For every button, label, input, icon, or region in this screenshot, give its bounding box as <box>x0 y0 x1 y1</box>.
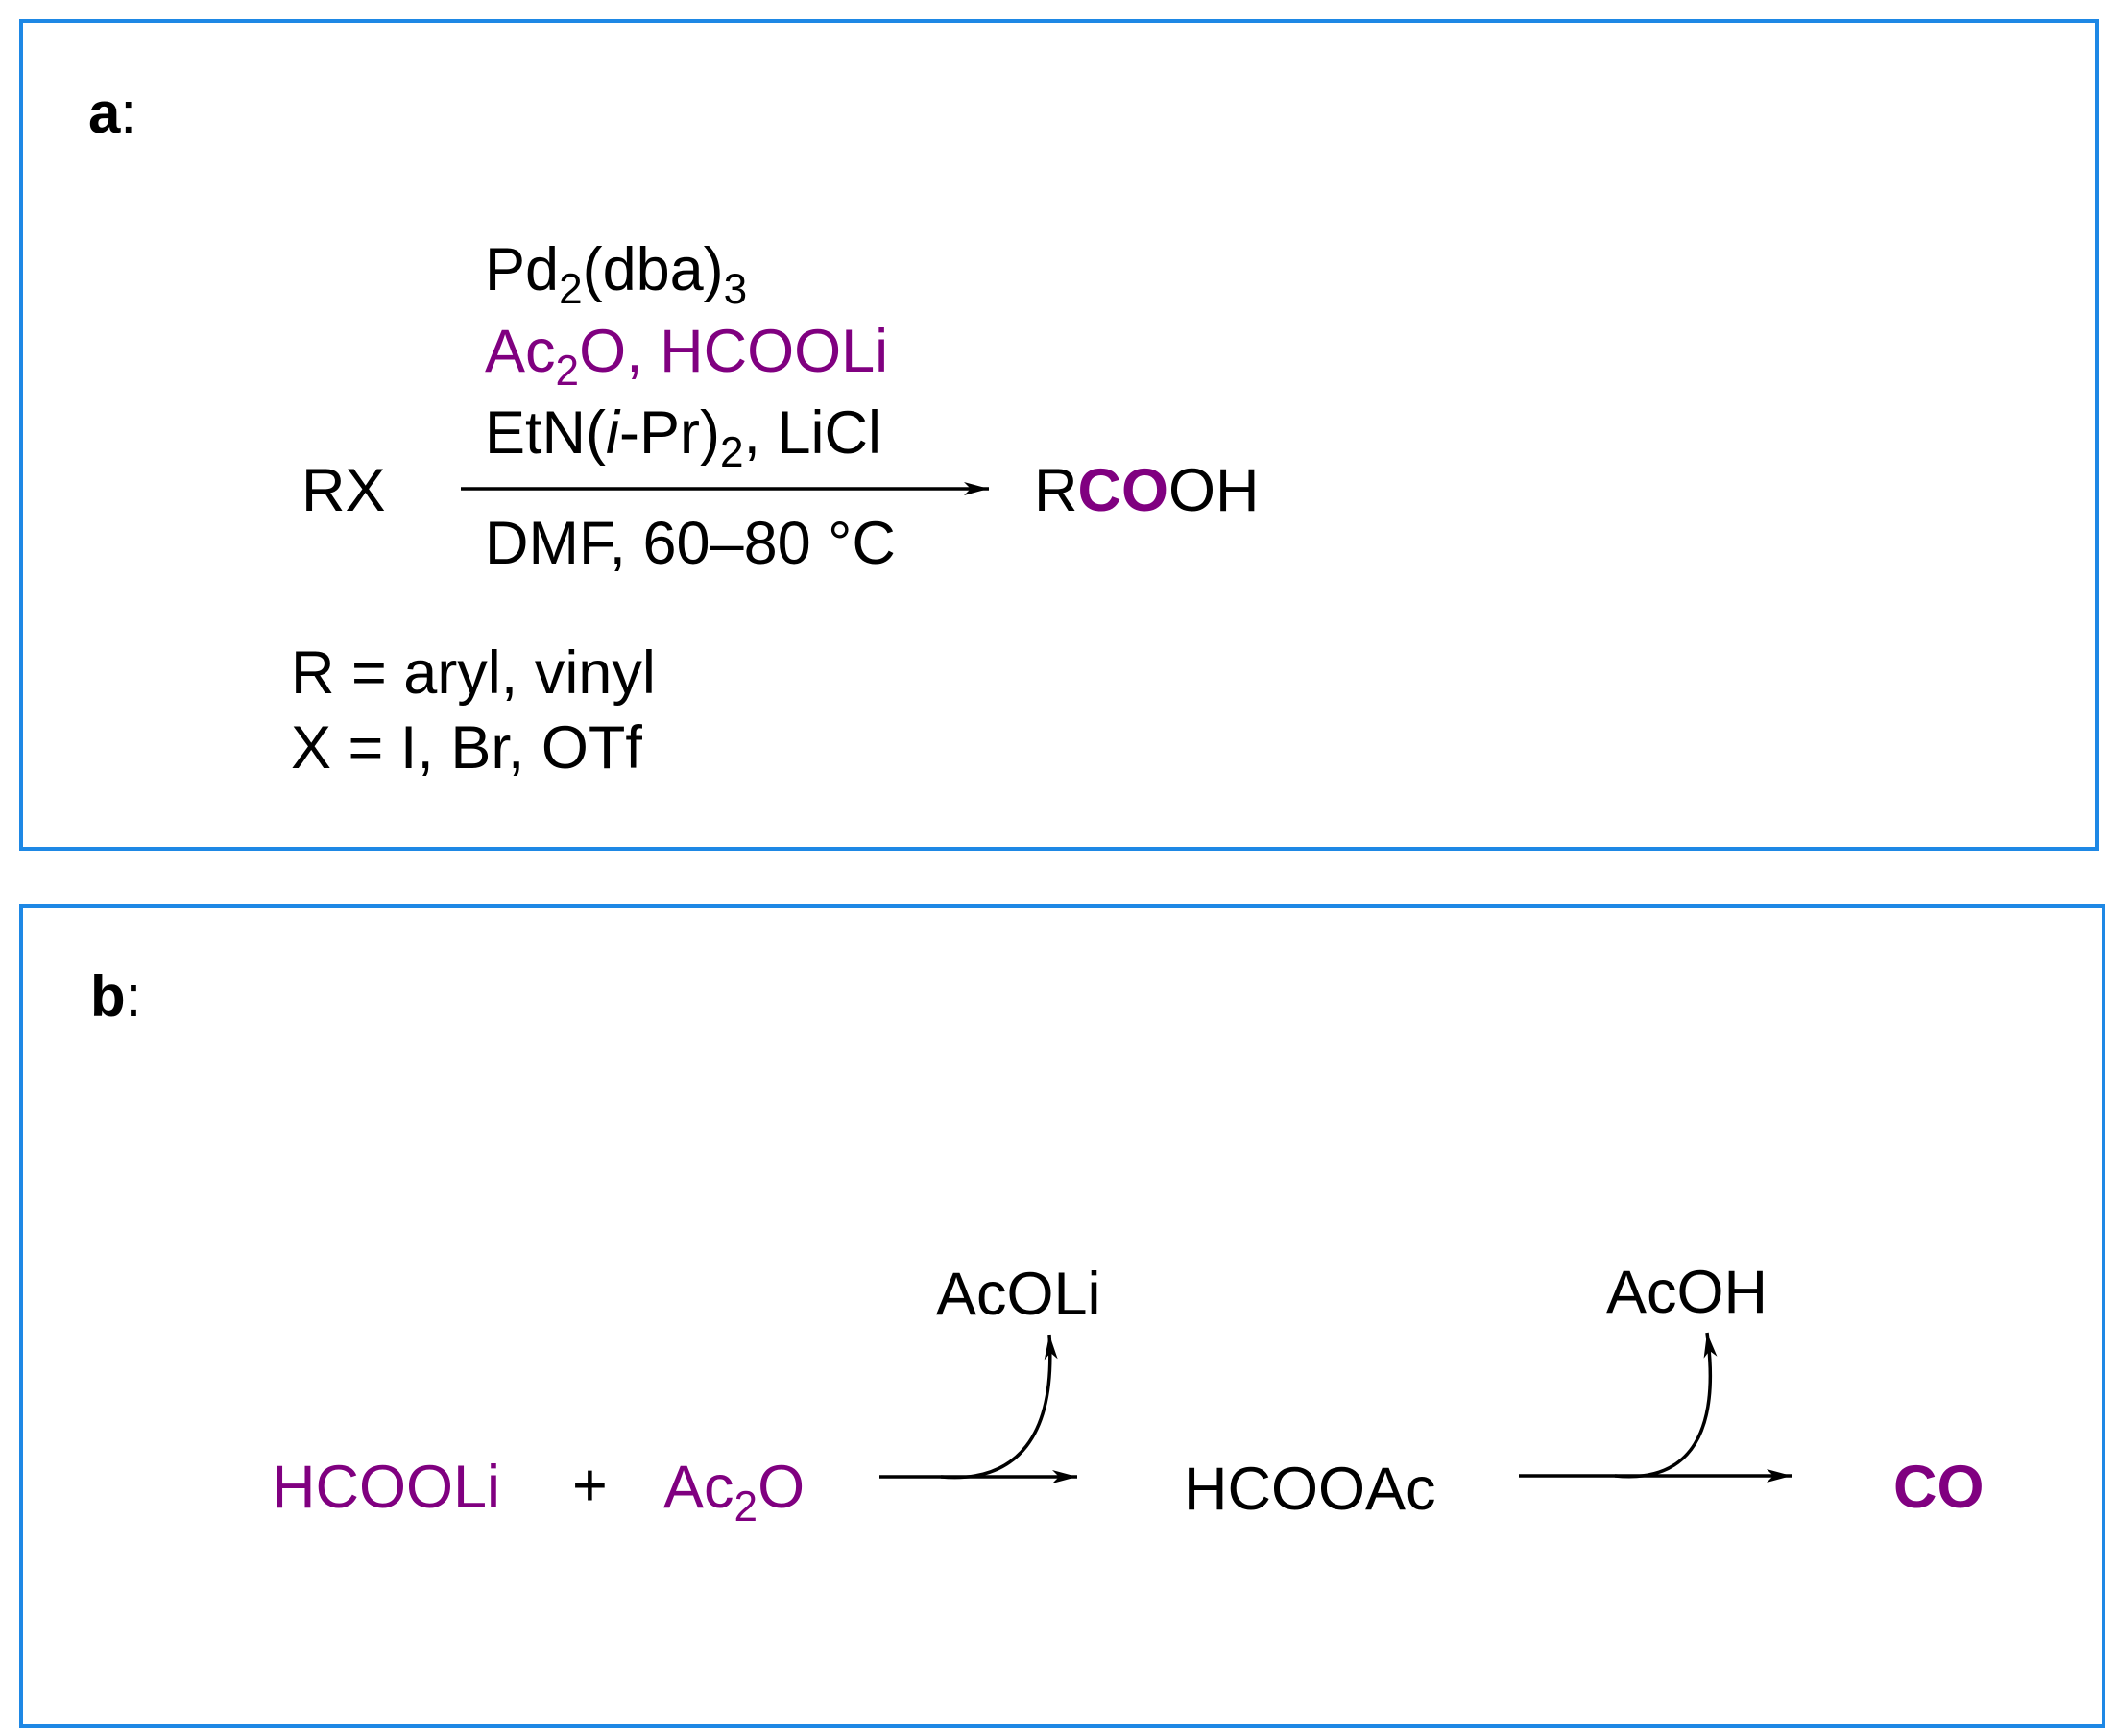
plus-sign: + <box>572 1452 608 1519</box>
product-co: CO <box>1893 1454 1985 1521</box>
co-source-label: Ac2O, HCOOLi <box>485 318 889 396</box>
panel-a <box>19 19 2099 851</box>
panel-b <box>19 904 2105 1728</box>
scope-x-label: X = I, Br, OTf <box>291 714 642 782</box>
reactant-ac2o: Ac2O <box>663 1454 806 1531</box>
product-rcooh: RCOOH <box>1034 457 1260 524</box>
arrow-b-step2-branch <box>1614 1332 1718 1479</box>
reactant-rx: RX <box>301 457 386 524</box>
intermediate-hcooac: HCOOAc <box>1184 1456 1436 1523</box>
byproduct-acoh: AcOH <box>1606 1259 1768 1326</box>
solvent-temperature-label: DMF, 60–80 °C <box>485 510 896 577</box>
catalyst-label: Pd2(dba)3 <box>485 236 748 314</box>
panel-a-label: a: <box>88 81 137 145</box>
panel-b-label: b: <box>90 964 142 1028</box>
base-additive-label: EtN(i-Pr)2, LiCl <box>485 399 882 477</box>
scope-r-label: R = aryl, vinyl <box>291 639 656 707</box>
reactant-hcooli: HCOOLi <box>272 1454 501 1521</box>
arrow-b-step1-branch <box>940 1334 1058 1480</box>
byproduct-acoli: AcOLi <box>936 1261 1101 1328</box>
